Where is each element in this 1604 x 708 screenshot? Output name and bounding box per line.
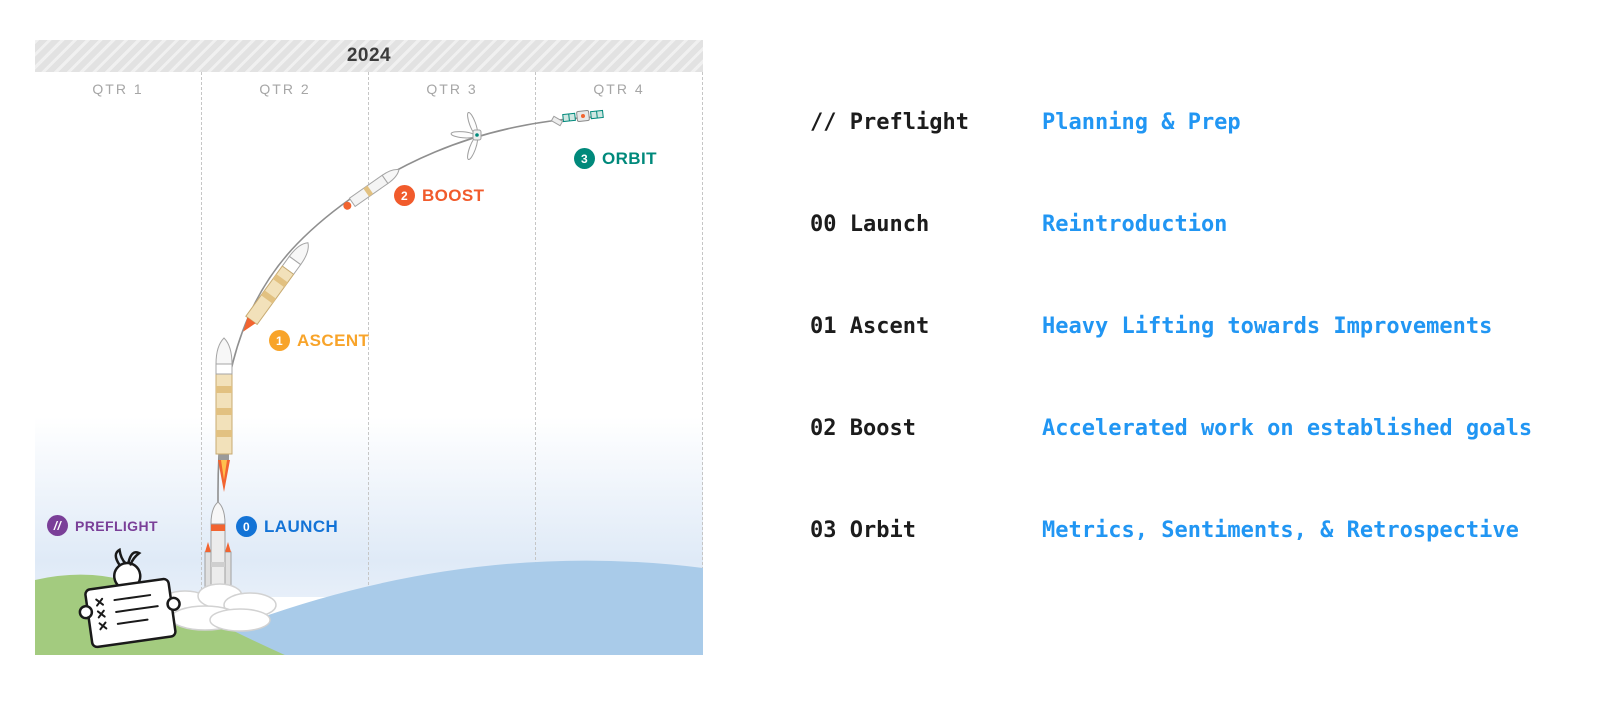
earth-arc <box>167 560 703 655</box>
legend-code-orbit: 03 Orbit <box>810 518 916 543</box>
milestone-preflight-label: PREFLIGHT <box>75 517 158 534</box>
orbit-badge-icon: 3 <box>574 148 595 169</box>
timeline-diagram: 2024 QTR 1 QTR 2 QTR 3 QTR 4 <box>35 40 703 655</box>
legend-code-boost: 02 Boost <box>810 416 916 441</box>
rocket-scene <box>35 109 703 655</box>
legend-code-ascent: 01 Ascent <box>810 314 930 339</box>
legend-item-preflight: // Preflight Planning & Prep <box>810 110 1532 135</box>
legend-desc-ascent: Heavy Lifting towards Improvements <box>1042 314 1493 339</box>
legend-item-orbit: 03 Orbit Metrics, Sentiments, & Retrospe… <box>810 518 1532 543</box>
ascent-badge-icon: 1 <box>269 330 290 351</box>
quarter-label-3: QTR 3 <box>426 81 478 97</box>
timeline-chart: QTR 1 QTR 2 QTR 3 QTR 4 <box>35 72 703 655</box>
quarter-label-4: QTR 4 <box>593 81 645 97</box>
milestone-preflight: // PREFLIGHT <box>47 515 158 536</box>
phase-legend: // Preflight Planning & Prep 00 Launch R… <box>810 110 1532 620</box>
satellite <box>562 109 604 123</box>
milestone-ascent: 1 ASCENT <box>269 330 369 351</box>
rocket-gravity-turn <box>243 242 309 332</box>
year-label: 2024 <box>346 45 392 66</box>
quarter-column-1: QTR 1 <box>35 72 202 655</box>
quarter-column-2: QTR 2 <box>202 72 369 655</box>
jettisoned-piece <box>550 115 564 127</box>
quarter-label-1: QTR 1 <box>92 81 144 97</box>
legend-desc-preflight: Planning & Prep <box>1042 110 1241 135</box>
legend-item-launch: 00 Launch Reintroduction <box>810 212 1532 237</box>
quarter-column-3: QTR 3 <box>369 72 536 655</box>
legend-desc-launch: Reintroduction <box>1042 212 1228 237</box>
launch-badge-icon: 0 <box>236 516 257 537</box>
legend-desc-orbit: Metrics, Sentiments, & Retrospective <box>1042 518 1519 543</box>
rocket-ascending <box>215 337 233 492</box>
milestone-orbit: 3 ORBIT <box>574 148 657 169</box>
milestone-ascent-label: ASCENT <box>297 330 370 350</box>
rocket-upper-stage <box>343 168 400 210</box>
preflight-badge-icon: // <box>47 515 68 536</box>
quarter-grid: QTR 1 QTR 2 QTR 3 QTR 4 <box>35 72 703 655</box>
planning-doodle <box>78 547 181 649</box>
quarter-label-2: QTR 2 <box>259 81 311 97</box>
milestone-launch: 0 LAUNCH <box>236 516 338 537</box>
legend-desc-boost: Accelerated work on established goals <box>1042 416 1533 441</box>
fairing-separation <box>450 111 482 161</box>
timeline-year-header: 2024 <box>35 40 703 72</box>
legend-item-ascent: 01 Ascent Heavy Lifting towards Improvem… <box>810 314 1532 339</box>
legend-code-launch: 00 Launch <box>810 212 930 237</box>
milestone-boost: 2 BOOST <box>394 185 484 206</box>
milestone-launch-label: LAUNCH <box>264 516 339 536</box>
quarter-column-4: QTR 4 <box>536 72 703 655</box>
legend-item-boost: 02 Boost Accelerated work on established… <box>810 416 1532 441</box>
milestone-orbit-label: ORBIT <box>602 148 657 168</box>
boost-badge-icon: 2 <box>394 185 415 206</box>
legend-code-preflight: // Preflight <box>810 110 969 135</box>
milestone-boost-label: BOOST <box>422 185 485 205</box>
